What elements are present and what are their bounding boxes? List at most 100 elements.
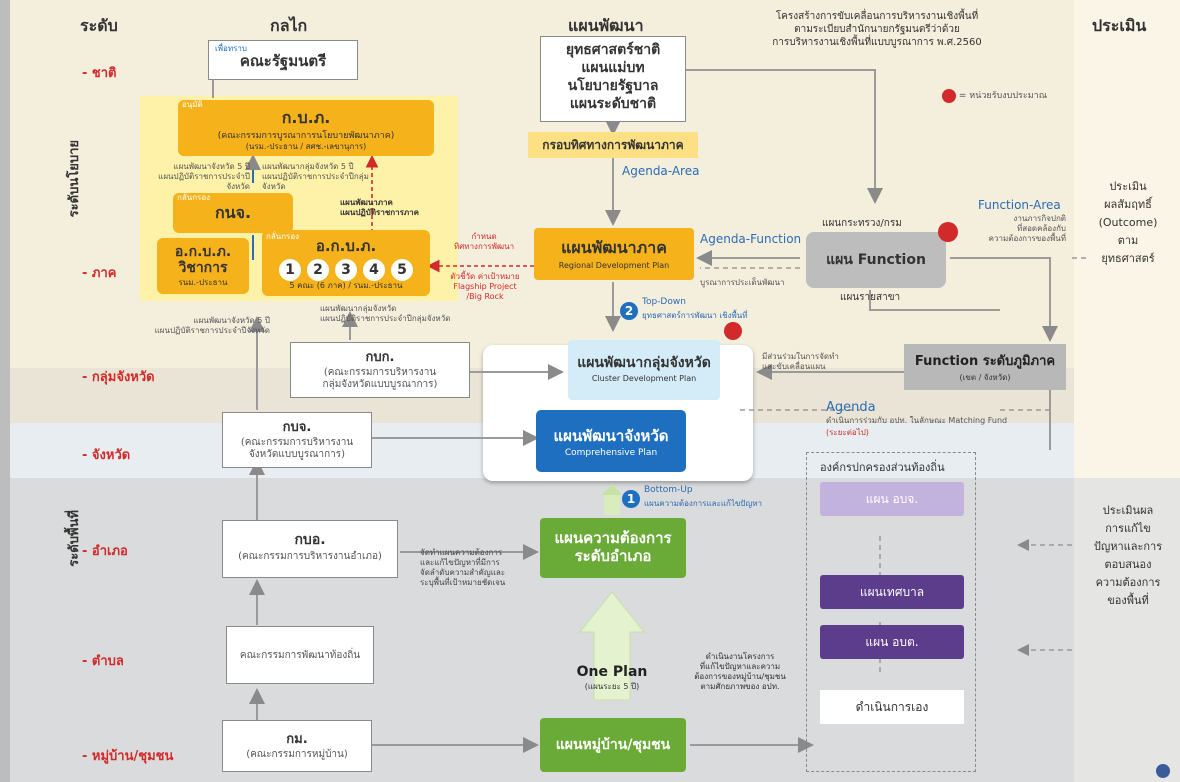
approve-note: อนุมัติ [182,100,203,109]
one-plan-group: One Plan (แผนระยะ 5 ปี) [574,664,650,693]
level-province: - จังหวัด [82,448,131,463]
village-committee-box: กม. (คณะกรรมการหมู่บ้าน) [222,720,372,772]
level-regional: - ภาค [82,266,117,281]
level-district: - อำเภอ [82,544,128,559]
function-plan-box: แผน Function [806,232,946,288]
logo-icon [1156,764,1170,778]
regional-plan-box: แผนพัฒนาภาค Regional Development Plan [534,228,694,280]
header-plan: แผนพัฒนา [568,16,644,35]
regional-plan-th: แผนพัฒนาภาค [561,238,667,257]
akbp-academic-chair: รนม.-ประธาน [178,278,228,287]
akbp-region-title: อ.ก.บ.ภ. [315,237,377,255]
topdown-title: Top-Down [642,297,686,307]
district-note: จัดทำแผนความต้องการ และแก้ไขปัญหาที่มีกา… [420,548,506,587]
regional-plan-note: แผนพัฒนาภาค แผนปฏิบัติราชการภาค [340,198,420,217]
village-plan-label: แผนหมู่บ้าน/ชุมชน [555,737,671,753]
kbo-title: กบอ. [294,532,326,548]
akbp-academic-box: อ.ก.บ.ภ. วิชาการ รนม.-ประธาน [157,238,249,294]
regional-function-sub: (เขต / จังหวัด) [959,373,1011,382]
left-flow-1: แผนพัฒนาจังหวัด 5 ปี แผนปฏิบัติราชการประ… [158,162,250,191]
budget-legend-text: = หน่วยรับงบประมาณ [958,91,1048,101]
level-national: - ชาติ [82,66,117,81]
regional-plan-en: Regional Development Plan [558,261,670,270]
agenda-red: (ระยะต่อไป) [826,428,869,437]
national-plan-box: ยุทธศาสตร์ชาติ แผนแม่บท นโยบายรัฐบาล แผน… [540,36,686,122]
header-mechanism: กลไก [270,16,308,35]
national-plan-label: ยุทธศาสตร์ชาติ แผนแม่บท นโยบายรัฐบาล แผน… [565,42,661,112]
akbp-circle: 5 [391,259,413,281]
akbp-screen-note: กลั่นกรอง [266,232,300,241]
evaluation-policy: ประเมิน ผลสัมฤทธิ์ (Outcome) ตาม ยุทธศาส… [1098,180,1158,265]
self-operate-label: ดำเนินการเอง [855,700,929,714]
function-area-label: Function-Area [978,198,1061,212]
village-committee-title: กม. [286,732,308,747]
municipal-plan-label: แผนเทศบาล [859,585,925,599]
agenda-note: ดำเนินการร่วมกับ อปท. ในลักษณะ Matching … [826,416,1008,425]
side-label-area: ระดับพื้นที่ [67,510,82,567]
akbp-academic-title: อ.ก.บ.ภ. วิชาการ [174,244,232,276]
province-plan-th: แผนพัฒนาจังหวัด [553,427,669,445]
side-label-policy: ระดับนโยบาย [67,140,82,218]
knj-label: กนจ. [214,203,252,222]
structure-title: โครงสร้างการขับเคลื่อนการบริหารงานเชิงพื… [772,11,982,48]
municipal-plan-box: แผนเทศบาล [820,575,964,609]
kbpk-sub: (คณะกรรมการบริหารงาน กลุ่มจังหวัดแบบบูรณ… [322,367,438,390]
one-plan-sub: (แผนระยะ 5 ปี) [584,682,640,691]
sao-plan-label: แผน อบต. [865,635,919,649]
level-subdistrict: - ตำบล [82,654,124,669]
budget-unit-icon [938,222,958,242]
province-plan-box: แผนพัฒนาจังหวัด Comprehensive Plan [536,410,686,472]
evaluation-area: ประเมินผล การแก้ไข ปัญหาและการ ตอบสนอง ค… [1093,504,1163,607]
local-government-title: องค์กรปกครองส่วนท้องถิ่น [820,461,945,474]
below-left-2: แผนพัฒนากลุ่มจังหวัด แผนปฏิบัติราชการประ… [320,304,451,323]
local-committee-box: คณะกรรมการพัฒนาท้องถิ่น [226,626,374,684]
cabinet-box: เพื่อทราบ คณะรัฐมนตรี [208,40,358,80]
flagship-note: ตัวชี้วัด ค่าเป้าหมาย Flagship Project /… [450,272,520,301]
akbp-circle: 4 [363,259,385,281]
kbo-box: กบอ. (คณะกรรมการบริหารงานอำเภอ) [222,520,398,578]
below-left-1: แผนพัฒนาจังหวัด 5 ปี แผนปฏิบัติราชการประ… [154,316,270,335]
function-plan-label: แผน Function [826,252,926,268]
agenda-area-label: Agenda-Area [622,164,700,178]
budget-unit-icon [942,88,956,103]
regional-function-label: Function ระดับภูมิภาค [914,354,1056,369]
cabinet-label: คณะรัฐมนตรี [239,52,327,70]
kbp-title: ก.บ.ภ. [281,108,331,127]
cluster-plan-th: แผนพัฒนากลุ่มจังหวัด [577,355,711,371]
evaluation-area-bg [1074,478,1180,782]
pao-plan-label: แผน อบจ. [865,492,919,506]
budget-unit-icon [724,322,742,340]
regional-function-box: Function ระดับภูมิภาค (เขต / จังหวัด) [904,344,1066,390]
kbo-sub: (คณะกรรมการบริหารงานอำเภอ) [238,551,382,562]
district-plan-box: แผนความต้องการ ระดับอำเภอ [540,518,686,578]
kbpk-title: กบก. [365,350,395,365]
kbpk-box: กบก. (คณะกรรมการบริหารงาน กลุ่มจังหวัดแบ… [290,342,470,398]
kbp-chair: (นรม.-ประธาน / สศช.-เลขานุการ) [245,142,367,151]
topdown-sub: ยุทธศาสตร์การพัฒนา เชิงพื้นที่ [642,311,748,320]
header-level: ระดับ [80,16,118,35]
left-edge [0,0,10,782]
kbj-box: กบจ. (คณะกรรมการบริหารงาน จังหวัดแบบบูรณ… [222,412,372,468]
knj-screen-note: กลั่นกรอง [177,193,211,202]
topdown-badge: 2 [620,302,638,320]
bottomup-title: Bottom-Up [644,485,693,495]
kbp-box: อนุมัติ ก.บ.ภ. (คณะกรรมการบูรณาการนโยบาย… [178,100,434,156]
pao-plan-box: แผน อบจ. [820,482,964,516]
function-area-note: งานภารกิจปกติ ที่สอดคล้องกับ ความต้องการ… [988,214,1066,243]
one-plan-label: One Plan [576,664,648,680]
self-operate-box: ดำเนินการเอง [820,690,964,724]
regional-framework-box: กรอบทิศทางการพัฒนาภาค [528,132,698,158]
cluster-plan-box: แผนพัฒนากลุ่มจังหวัด Cluster Development… [568,340,720,400]
left-flow-2: แผนพัฒนากลุ่มจังหวัด 5 ปี แผนปฏิบัติราชก… [262,162,369,191]
sector-plan-label: แผนรายสาขา [840,292,901,303]
participate-note: มีส่วนร่วมในการจัดทำ และขับเคลื่อนแผน [762,352,839,371]
agenda-function-label: Agenda-Function [700,232,802,246]
cabinet-note: เพื่อทราบ [215,44,247,53]
level-cluster: - กลุ่มจังหวัด [82,370,155,385]
akbp-circle: 3 [335,259,357,281]
akbp-circle: 2 [307,259,329,281]
direction-note: กำหนด ทิศทางการพัฒนา [453,232,515,251]
